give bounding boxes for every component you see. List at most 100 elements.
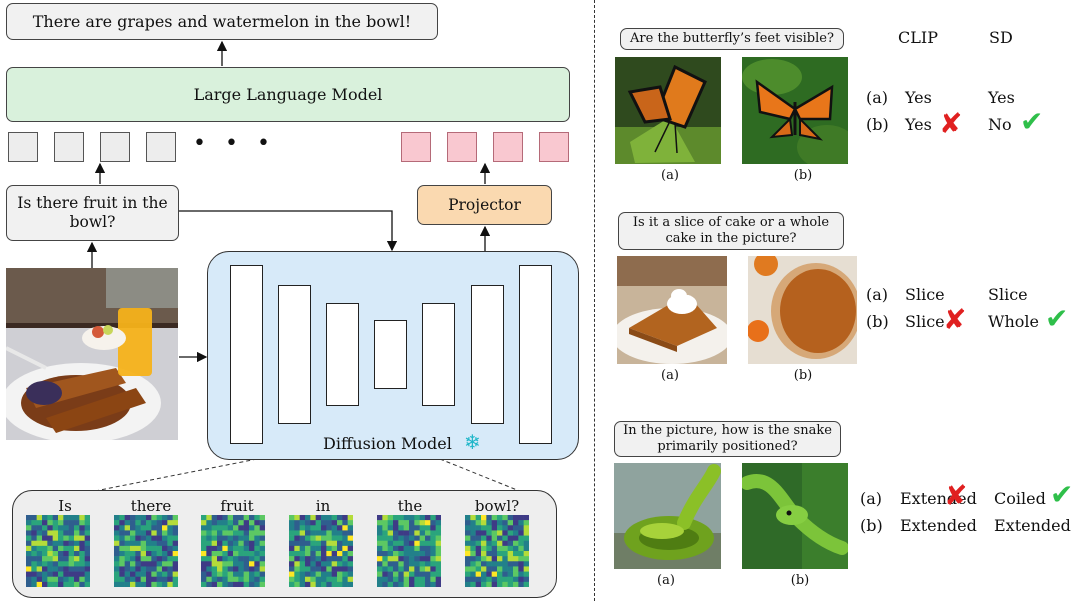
heatmap-cell bbox=[79, 551, 85, 557]
heatmap-cell bbox=[52, 545, 59, 552]
heatmap-cell bbox=[470, 561, 476, 567]
heatmap-cell bbox=[52, 551, 59, 557]
heatmap-cell bbox=[172, 515, 178, 521]
heatmap-cell bbox=[425, 530, 431, 536]
heatmap-cell bbox=[491, 525, 498, 531]
heatmap-cell bbox=[486, 530, 492, 536]
heatmap-cell bbox=[507, 535, 514, 542]
heatmap-cell bbox=[337, 566, 343, 572]
heatmap-cell bbox=[162, 530, 168, 536]
heatmap-cell bbox=[497, 576, 503, 583]
heatmap-cell bbox=[238, 515, 244, 521]
heatmap-cell bbox=[151, 525, 157, 531]
heatmap-cell bbox=[124, 530, 131, 536]
heatmap-cell bbox=[491, 566, 498, 572]
heatmap-cell bbox=[518, 540, 524, 547]
heatmap-cell bbox=[518, 520, 524, 526]
heatmap-cell bbox=[162, 515, 168, 521]
heatmap-cell bbox=[425, 566, 431, 572]
heatmap-cell bbox=[151, 551, 157, 557]
heatmap-cell bbox=[299, 525, 306, 531]
heatmap-cell bbox=[201, 520, 207, 526]
heatmap-cell bbox=[36, 530, 43, 536]
heatmap-cell bbox=[254, 571, 260, 578]
heatmap-cell bbox=[513, 515, 519, 521]
heatmap-cell bbox=[74, 551, 80, 557]
heatmap-cell bbox=[419, 551, 426, 557]
heatmap-cell bbox=[342, 551, 348, 557]
heatmap-cell bbox=[486, 561, 492, 567]
heatmap-cell bbox=[206, 571, 212, 578]
snake-photo-b bbox=[742, 463, 848, 569]
heatmap-cell bbox=[347, 535, 353, 542]
heatmap-cell bbox=[84, 530, 90, 536]
heatmap-cell bbox=[249, 520, 255, 526]
heatmap-cell bbox=[430, 525, 436, 531]
heatmap-cell bbox=[172, 520, 178, 526]
heatmap-cell bbox=[299, 581, 306, 587]
heatmap-cell bbox=[409, 571, 415, 578]
heatmap-cell bbox=[167, 551, 173, 557]
cake-photo-b bbox=[748, 256, 857, 364]
heatmap-cell bbox=[124, 566, 131, 572]
heatmap-cell bbox=[289, 540, 295, 547]
heatmap-cell bbox=[222, 535, 228, 542]
heatmap-cell bbox=[233, 520, 239, 526]
heatmap-cell bbox=[151, 530, 157, 536]
heatmap-cell bbox=[201, 545, 207, 552]
heatmap-cell bbox=[238, 525, 244, 531]
cake-photo-a bbox=[617, 256, 727, 364]
heatmap-cell bbox=[337, 530, 343, 536]
heatmap-cell bbox=[156, 571, 163, 578]
heatmap-cell bbox=[414, 551, 420, 557]
heatmap-cell bbox=[486, 545, 492, 552]
heatmap-cell bbox=[58, 571, 64, 578]
heatmap-cell bbox=[315, 520, 322, 526]
heatmap-cell bbox=[254, 520, 260, 526]
heatmap-cell bbox=[315, 545, 322, 552]
heatmap-cell bbox=[497, 540, 503, 547]
heatmap-cell bbox=[146, 556, 152, 562]
heatmap-cell bbox=[342, 566, 348, 572]
heatmap-cell bbox=[31, 571, 37, 578]
heatmap-cell bbox=[387, 525, 394, 531]
heatmap-cell bbox=[243, 520, 250, 526]
heatmap-cell bbox=[419, 581, 426, 587]
heatmap-cell bbox=[259, 576, 265, 583]
heatmap-cell bbox=[502, 576, 508, 583]
heatmap-cell bbox=[217, 535, 223, 542]
heatmap-cell bbox=[162, 571, 168, 578]
heatmap-cell bbox=[140, 561, 147, 567]
example-question: Are the butterfly’s feet visible? bbox=[620, 28, 844, 50]
heatmap-cell bbox=[430, 545, 436, 552]
heatmap-cell bbox=[42, 515, 48, 521]
heatmap-cell bbox=[523, 545, 529, 552]
heatmap-cell bbox=[254, 576, 260, 583]
heatmap-cell bbox=[249, 551, 255, 557]
heatmap-cell bbox=[398, 551, 404, 557]
heatmap-cell bbox=[393, 535, 399, 542]
heatmap-cell bbox=[523, 581, 529, 587]
heatmap-cell bbox=[243, 525, 250, 531]
heatmap-cell bbox=[79, 535, 85, 542]
heatmap-cell bbox=[47, 545, 53, 552]
heatmap-cell bbox=[42, 561, 48, 567]
heatmap-cell bbox=[114, 540, 120, 547]
heatmap-cell bbox=[140, 551, 147, 557]
heatmap-cell bbox=[387, 515, 394, 521]
heatmap-cell bbox=[201, 556, 207, 562]
heatmap-cell bbox=[156, 576, 163, 583]
heatmap-cell bbox=[294, 515, 300, 521]
heatmap-cell bbox=[321, 551, 327, 557]
heatmap-cell bbox=[211, 530, 218, 536]
clip-column-header: CLIP bbox=[898, 28, 938, 47]
heatmap-cell bbox=[398, 545, 404, 552]
heatmap-cell bbox=[42, 556, 48, 562]
heatmap-cell bbox=[119, 535, 125, 542]
heatmap-cell bbox=[79, 515, 85, 521]
heatmap-cell bbox=[42, 540, 48, 547]
heatmap-cell bbox=[140, 535, 147, 542]
heatmap-cell bbox=[409, 540, 415, 547]
heatmap-cell bbox=[491, 576, 498, 583]
